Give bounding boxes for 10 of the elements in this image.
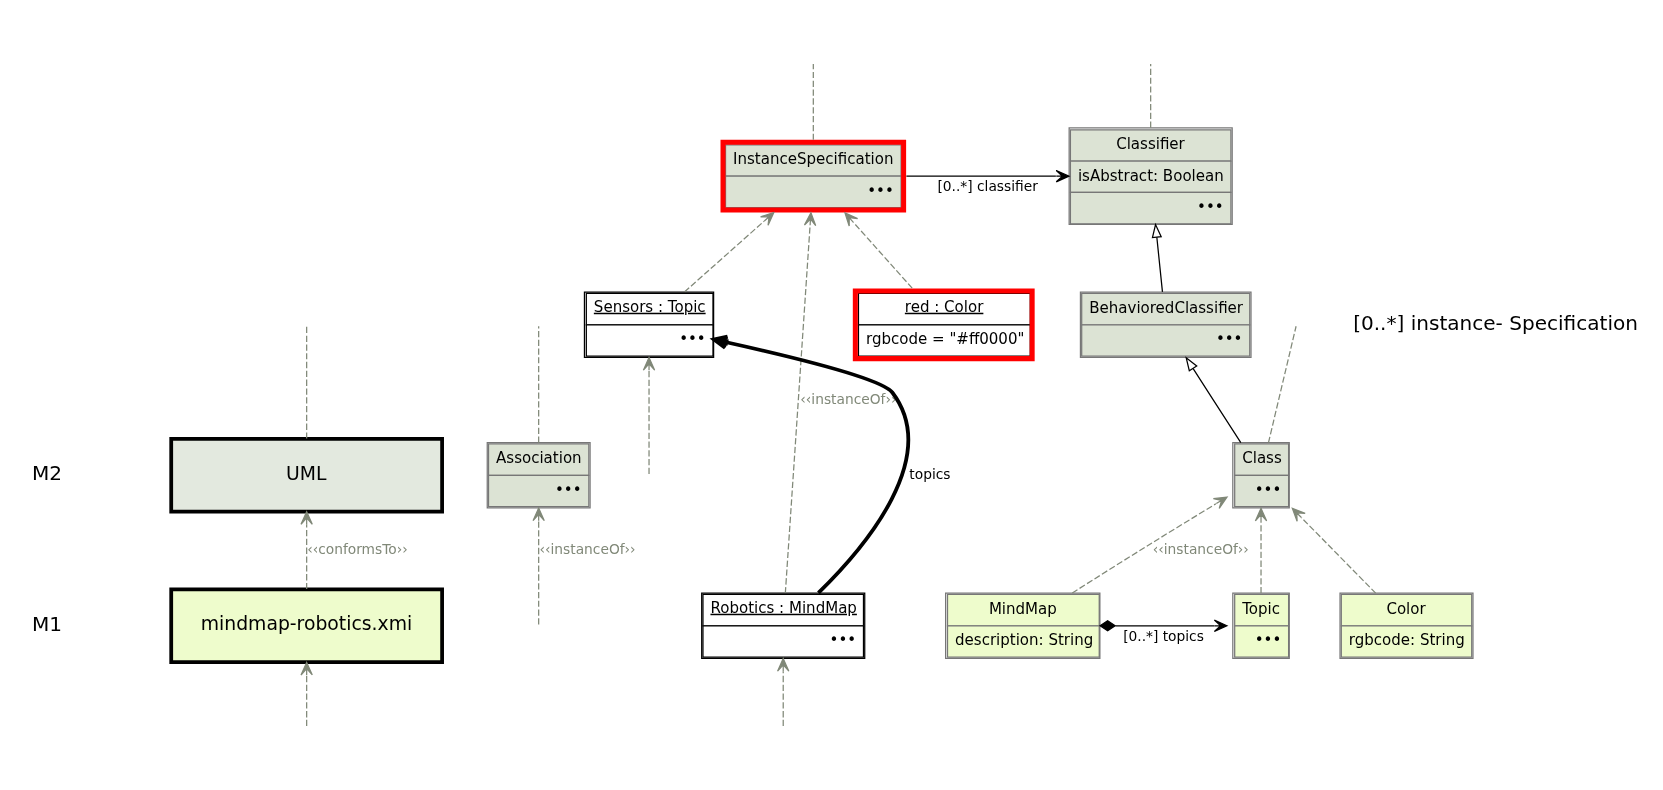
label: [0..*] instance- Specification: [1353, 310, 1638, 335]
edge-label: topics: [909, 465, 951, 482]
edge-label: [0..*] topics: [1123, 627, 1204, 644]
label: M1: [32, 611, 63, 636]
edge-label: ‹‹instanceOf››: [1152, 541, 1249, 558]
edge-label: ‹‹conformsTo››: [307, 541, 408, 558]
edge-label: ‹‹instanceOf››: [539, 541, 636, 558]
label: M2: [32, 461, 63, 486]
edge-label: ‹‹instanceOf››: [800, 390, 897, 407]
edge-label: [0..*] classifier: [937, 177, 1038, 194]
